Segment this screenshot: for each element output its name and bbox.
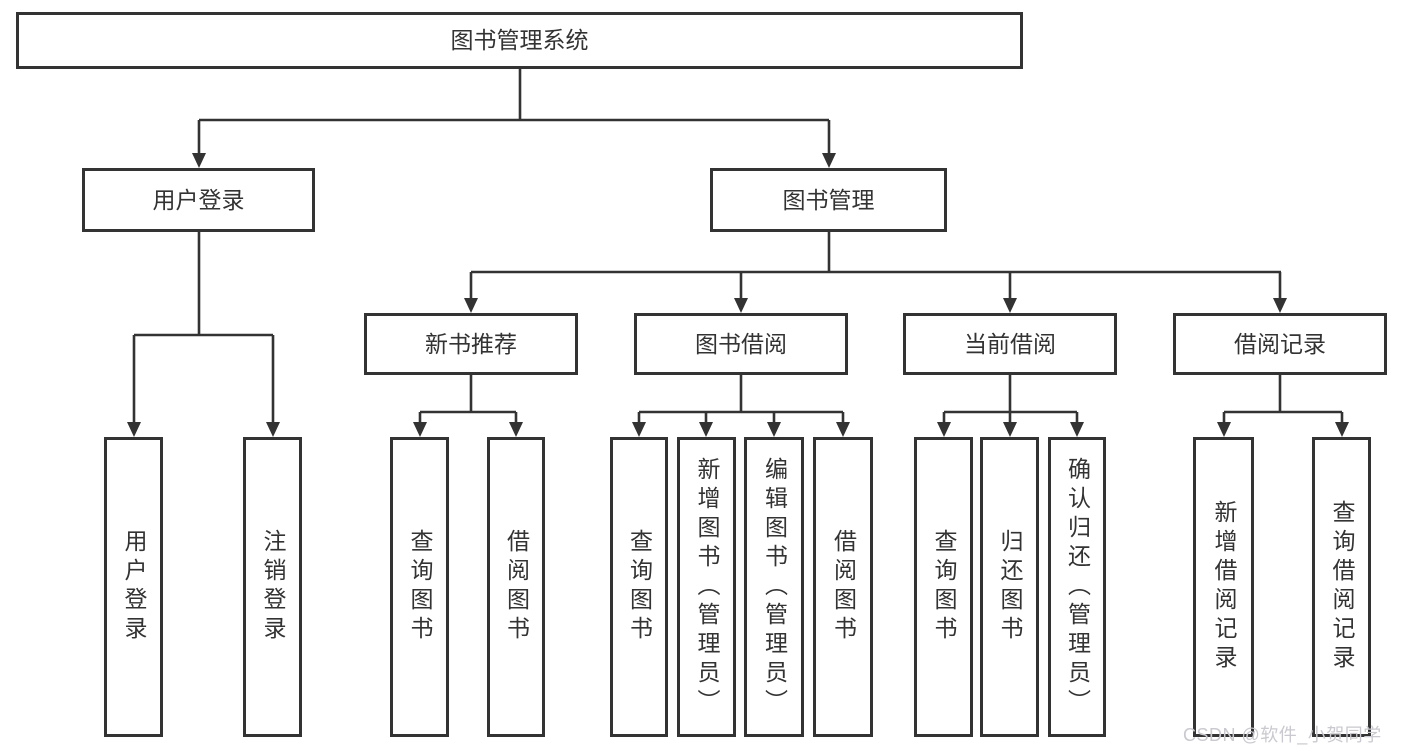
node-label: 编辑图书（管理员） — [761, 456, 788, 718]
node-label: 查询图书 — [407, 529, 433, 645]
node-label: 查询图书 — [931, 529, 957, 645]
node-label: 注销登录 — [260, 529, 286, 645]
node-label: 用户登录 — [121, 529, 147, 645]
node-leaf-borrow-books: 借阅图书 — [813, 437, 873, 737]
node-label: 新书推荐 — [425, 330, 517, 357]
node-leaf-borrow-books-recommend: 借阅图书 — [487, 437, 545, 737]
node-label: 查询图书 — [626, 529, 653, 645]
csdn-watermark: CSDN @软件_小贺同学 — [1183, 725, 1382, 745]
node-label: 用户登录 — [152, 186, 245, 213]
node-label: 当前借阅 — [964, 330, 1056, 357]
node-current-borrowing: 当前借阅 — [903, 313, 1117, 375]
node-leaf-add-borrow-record: 新增借阅记录 — [1193, 437, 1254, 737]
node-leaf-query-borrow-record: 查询借阅记录 — [1312, 437, 1371, 737]
node-book-management: 图书管理 — [710, 168, 947, 232]
node-label: 新增图书（管理员） — [694, 456, 720, 718]
node-leaf-add-books-admin: 新增图书（管理员） — [677, 437, 736, 737]
node-leaf-logout: 注销登录 — [243, 437, 302, 737]
node-label: 确认归还（管理员） — [1064, 456, 1091, 718]
node-label: 图书管理 — [782, 186, 875, 213]
node-borrowing-records: 借阅记录 — [1173, 313, 1387, 375]
node-label: 借阅图书 — [830, 529, 857, 645]
node-new-book-recommend: 新书推荐 — [364, 313, 578, 375]
node-label: 图书借阅 — [695, 330, 787, 357]
node-label: 借阅图书 — [503, 529, 530, 645]
node-leaf-return-books: 归还图书 — [980, 437, 1039, 737]
node-library-management-system: 图书管理系统 — [16, 12, 1023, 69]
node-label: 归还图书 — [997, 529, 1023, 645]
node-user-login: 用户登录 — [82, 168, 315, 232]
node-label: 查询借阅记录 — [1329, 500, 1355, 674]
arrowheads — [127, 153, 1349, 437]
node-leaf-query-books-current: 查询图书 — [914, 437, 973, 737]
node-leaf-edit-books-admin: 编辑图书（管理员） — [744, 437, 804, 737]
node-leaf-query-books-recommend: 查询图书 — [390, 437, 449, 737]
node-leaf-user-login: 用户登录 — [104, 437, 163, 737]
node-book-borrowing: 图书借阅 — [634, 313, 848, 375]
node-label: 借阅记录 — [1234, 330, 1326, 357]
node-label: 图书管理系统 — [450, 27, 589, 53]
node-leaf-confirm-return-admin: 确认归还（管理员） — [1048, 437, 1106, 737]
node-label: 新增借阅记录 — [1211, 500, 1237, 674]
node-leaf-query-books-borrowing: 查询图书 — [610, 437, 668, 737]
